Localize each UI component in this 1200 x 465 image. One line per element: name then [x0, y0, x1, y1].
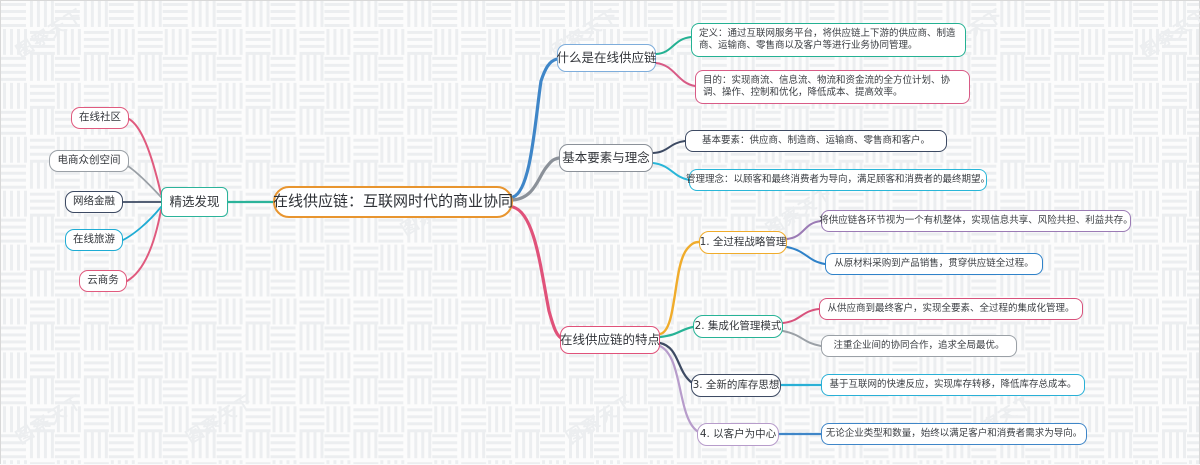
- leaf-text: 将供应链各环节视为一个有机整体，实现信息共享、风险共担、利益共存。: [819, 214, 1133, 226]
- left-item-label: 电商众创空间: [57, 154, 121, 167]
- sub-node-full-process-strategic-management[interactable]: 1. 全过程战略管理: [699, 231, 787, 254]
- branch-characteristics[interactable]: 在线供应链的特点: [560, 326, 660, 354]
- leaf-text: 从原材料采购到产品销售，贯穿供应链全过程。: [834, 257, 1034, 269]
- watermark: 图察天下: [12, 5, 88, 63]
- leaf-text: 注重企业间的协同合作，追求全局最优。: [833, 339, 1005, 351]
- left-item-cloud-commerce[interactable]: 云商务: [79, 270, 127, 292]
- root-node[interactable]: 在线供应链：互联网时代的商业协同: [273, 186, 513, 218]
- left-item-label: 云商务: [87, 274, 119, 287]
- branch-what-is-online-supply-chain[interactable]: 什么是在线供应链: [556, 44, 657, 72]
- left-branch-main-node[interactable]: 精选发现: [161, 187, 228, 217]
- leaf-management-philosophy[interactable]: 管理理念：以顾客和最终消费者为导向，满足顾客和消费者的最终期望。: [686, 169, 991, 191]
- leaf-text: 无论企业类型和数量，始终以满足客户和消费者需求为导向。: [825, 427, 1083, 439]
- leaf-text: 基本要素：供应商、制造商、运输商、零售商和客户。: [701, 134, 930, 146]
- leaf-text: 管理理念：以顾客和最终消费者为导向，满足顾客和消费者的最终期望。: [686, 173, 991, 185]
- left-branch-main-label: 精选发现: [169, 194, 220, 209]
- branch-label: 在线供应链的特点: [560, 332, 661, 347]
- leaf-organic-whole[interactable]: 将供应链各环节视为一个有机整体，实现信息共享、风险共担、利益共存。: [819, 210, 1133, 232]
- sub-node-label: 1. 全过程战略管理: [699, 235, 787, 248]
- left-item-ecommerce-maker-space[interactable]: 电商众创空间: [49, 150, 129, 172]
- watermark: 图察天下: [1137, 5, 1200, 63]
- leaf-supplier-to-end-customer[interactable]: 从供应商到最终客户，实现全要素、全过程的集成化管理。: [819, 298, 1083, 320]
- root-label: 在线供应链：互联网时代的商业协同: [273, 192, 514, 211]
- leaf-definition[interactable]: 定义：通过互联网服务平台，将供应链上下游的供应商、制造商、运输商、零售商以及客户…: [691, 23, 966, 57]
- watermark: 图察天下: [182, 391, 258, 449]
- branch-label: 什么是在线供应链: [556, 50, 657, 65]
- leaf-rapid-response-inventory[interactable]: 基于互联网的快速反应，实现库存转移，降低库存总成本。: [821, 374, 1085, 396]
- leaf-basic-elements[interactable]: 基本要素：供应商、制造商、运输商、零售商和客户。: [685, 130, 947, 152]
- left-item-label: 在线社区: [79, 111, 121, 124]
- leaf-customer-demand-oriented[interactable]: 无论企业类型和数量，始终以满足客户和消费者需求为导向。: [821, 423, 1087, 445]
- leaf-text: 目的：实现商流、信息流、物流和资金流的全方位计划、协调、操作、控制和优化，降低成…: [703, 74, 951, 98]
- branch-label: 基本要素与理念: [562, 150, 650, 165]
- sub-node-label: 3. 全新的库存思想: [692, 378, 780, 391]
- left-item-label: 网络金融: [73, 195, 115, 208]
- watermark: 图察天下: [562, 391, 638, 449]
- left-item-internet-finance[interactable]: 网络金融: [65, 191, 123, 213]
- leaf-procurement-to-sales[interactable]: 从原材料采购到产品销售，贯穿供应链全过程。: [825, 253, 1043, 275]
- sub-node-label: 2. 集成化管理模式: [694, 319, 782, 332]
- branch-basic-elements-and-philosophy[interactable]: 基本要素与理念: [559, 144, 653, 172]
- sub-node-new-inventory-thinking[interactable]: 3. 全新的库存思想: [691, 374, 781, 397]
- leaf-text: 定义：通过互联网服务平台，将供应链上下游的供应商、制造商、运输商、零售商以及客户…: [699, 27, 956, 51]
- sub-node-label: 4. 以客户为中心: [699, 427, 777, 440]
- leaf-text: 从供应商到最终客户，实现全要素、全过程的集成化管理。: [827, 302, 1075, 314]
- leaf-text: 基于互联网的快速反应，实现库存转移，降低库存总成本。: [829, 378, 1077, 390]
- leaf-purpose[interactable]: 目的：实现商流、信息流、物流和资金流的全方位计划、协调、操作、控制和优化，降低成…: [695, 70, 970, 104]
- left-item-online-community[interactable]: 在线社区: [71, 107, 129, 129]
- sub-node-customer-centric[interactable]: 4. 以客户为中心: [697, 423, 779, 446]
- sub-node-integrated-management-model[interactable]: 2. 集成化管理模式: [693, 315, 783, 338]
- left-item-label: 在线旅游: [73, 233, 115, 246]
- leaf-collaborative-cooperation[interactable]: 注重企业间的协同合作，追求全局最优。: [821, 335, 1017, 357]
- watermark: 图察天下: [12, 391, 88, 449]
- left-item-online-travel[interactable]: 在线旅游: [65, 229, 123, 251]
